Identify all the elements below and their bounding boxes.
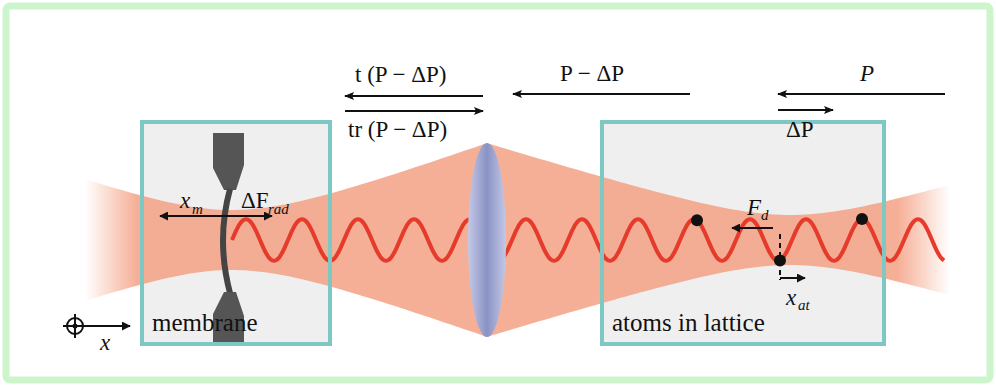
variable-symbol: F bbox=[747, 196, 761, 219]
subscript: d bbox=[761, 208, 769, 223]
variable-symbol: x bbox=[786, 286, 796, 309]
outer-frame bbox=[6, 6, 990, 380]
atoms bbox=[691, 213, 868, 266]
laser-beam bbox=[85, 144, 950, 336]
beam-power-label: tr (P − ΔP) bbox=[348, 118, 447, 141]
lens bbox=[468, 143, 506, 337]
atom-dot bbox=[856, 213, 868, 225]
beam-power-label: ΔP bbox=[786, 118, 814, 141]
subscript: m bbox=[192, 202, 203, 217]
standing-wave bbox=[232, 219, 944, 261]
subscript: at bbox=[798, 298, 810, 313]
region-box: atoms in lattice bbox=[600, 120, 886, 346]
variable-symbol: ΔF bbox=[241, 189, 269, 212]
axis-label: x bbox=[100, 331, 110, 354]
region-box: membrane bbox=[140, 120, 332, 346]
beam-power-label: t (P − ΔP) bbox=[355, 63, 446, 86]
arrows bbox=[63, 94, 945, 338]
region-label: atoms in lattice bbox=[612, 309, 765, 337]
subscript: rad bbox=[268, 202, 289, 217]
axis-dot bbox=[73, 324, 78, 329]
beam-power-label: P − ΔP bbox=[560, 62, 624, 85]
region-label: membrane bbox=[152, 309, 258, 337]
variable-symbol: x bbox=[180, 189, 190, 212]
atom-dot bbox=[691, 214, 703, 226]
beam-power-label: P bbox=[860, 62, 874, 85]
